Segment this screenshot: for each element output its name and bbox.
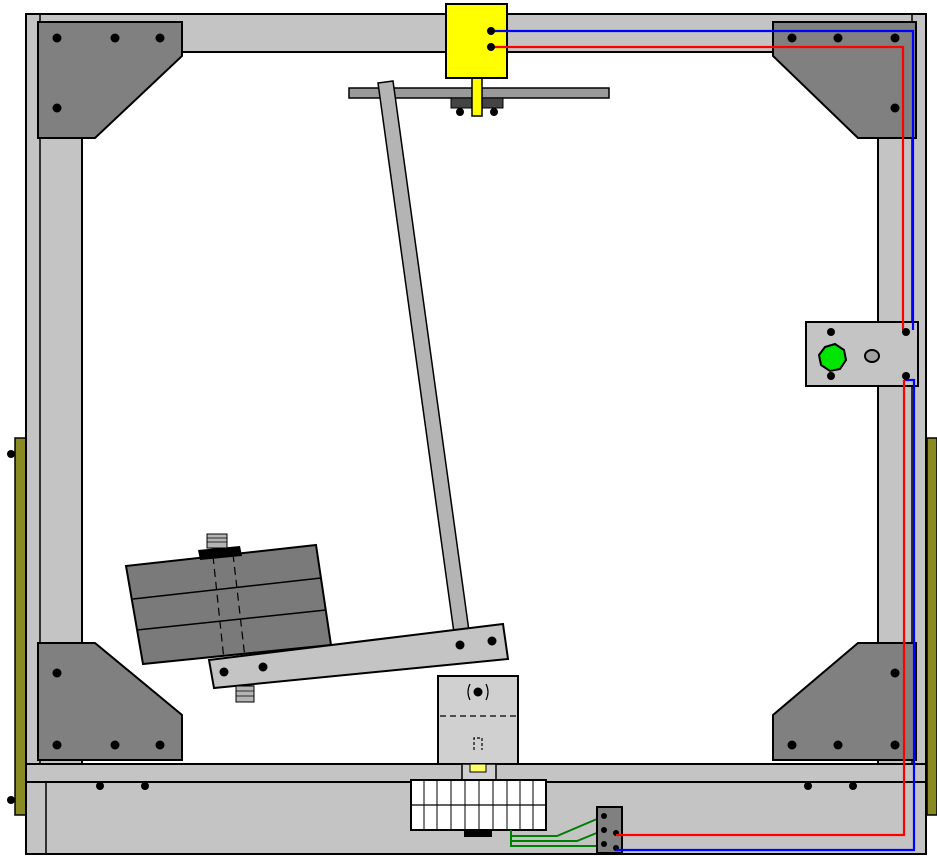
arm-bolt — [258, 662, 268, 672]
arm-bolt — [455, 640, 465, 650]
terminal-pin — [601, 827, 607, 833]
bracket-top-right — [772, 21, 917, 139]
sensor-block — [445, 3, 508, 79]
control-box-bolt — [827, 328, 835, 336]
control-terminal — [902, 328, 910, 336]
bracket-bottom-left — [37, 642, 183, 761]
rail-bolt — [7, 450, 15, 458]
terminal-pin — [601, 841, 607, 847]
bracket-bolts — [52, 33, 900, 790]
sensor-shaft — [471, 77, 483, 117]
control-box-bolt — [827, 372, 835, 380]
sensor-terminal — [487, 27, 495, 35]
sensor-terminal — [487, 43, 495, 51]
pendulum-arm — [207, 622, 510, 690]
arm-screw — [235, 685, 255, 703]
arm-bolt — [487, 636, 497, 646]
pivot-nut — [456, 108, 464, 116]
bracket-top-left — [37, 21, 183, 139]
arm-bolt — [219, 667, 229, 677]
right-side-rail — [926, 437, 937, 816]
pivot-nut — [490, 108, 498, 116]
coupling-slot — [473, 737, 483, 750]
bracket-bottom-right — [772, 642, 917, 761]
indicator-light-icon — [817, 342, 848, 373]
encoder-shaft-collar — [469, 763, 487, 773]
switch-knob — [864, 349, 880, 363]
coupling-marker — [467, 683, 489, 701]
coupling-bolt — [473, 687, 483, 697]
terminal-pin — [601, 813, 607, 819]
signal-wires — [491, 29, 916, 852]
counterweight — [124, 533, 333, 666]
rail-bolt — [7, 796, 15, 804]
encoder-wheel — [410, 779, 547, 837]
control-terminal — [902, 372, 910, 380]
